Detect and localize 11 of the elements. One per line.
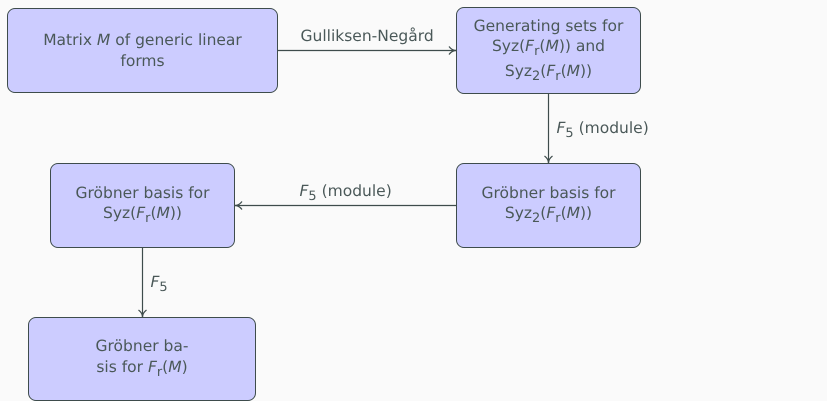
- box-label: Gröbner ba- sis for F$_{r}$(M): [94, 336, 190, 382]
- process-box: [456, 7, 641, 94]
- box-label: Gröbner basis for Syz(F$_{r}$(M)): [74, 182, 211, 228]
- process-box: [456, 163, 641, 248]
- box-label: Gröbner basis for Syz$_{2}$(F$_{r}$(M)): [480, 182, 617, 228]
- box-label: Matrix M of generic linear forms: [42, 30, 243, 71]
- box-label: Generating sets for Syz(F$_{r}$(M)) and Syz$_{2}$(F$_{r}$(M)): [472, 16, 624, 86]
- edge-label: Gulliksen-Negård: [300, 26, 435, 44]
- process-box: [50, 163, 235, 248]
- process-box: [28, 317, 256, 401]
- process-box: [7, 8, 278, 93]
